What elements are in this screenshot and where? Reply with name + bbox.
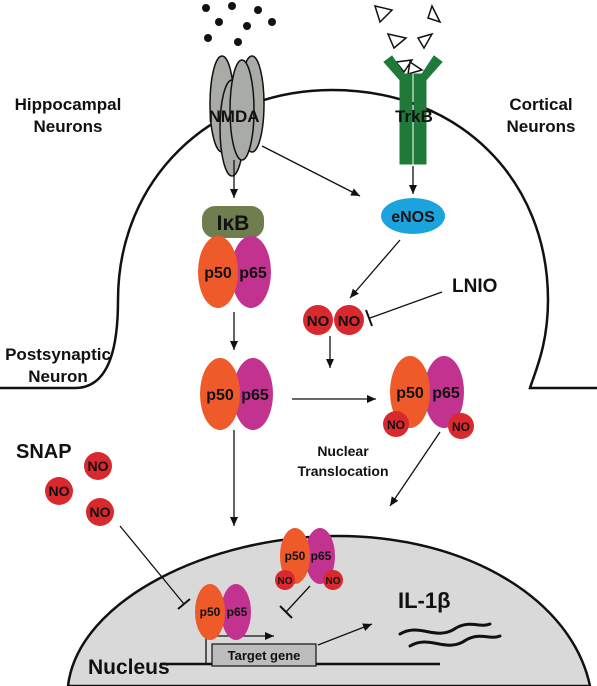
p65-top-label: p65 — [239, 265, 267, 282]
p50-nuc-nitro-label: p50 — [285, 549, 306, 563]
p50-nuc-nitro — [280, 528, 310, 584]
p65-mid-label: p65 — [241, 387, 269, 404]
p65-nuc-nitro — [305, 528, 335, 584]
no-nuc-left-label: NO — [278, 576, 293, 587]
no-nitro-left-label: NO — [387, 418, 405, 432]
enos — [381, 198, 445, 234]
p50-nuc-label: p50 — [200, 605, 221, 619]
nucleus-label: Nucleus — [88, 656, 170, 679]
p50-top-label: p50 — [204, 265, 232, 282]
trkb-label: TrkB — [395, 107, 433, 126]
hippocampal-label-1: Hippocampal — [15, 95, 122, 114]
snap-label: SNAP — [16, 441, 72, 463]
no-right-label: NO — [338, 313, 361, 330]
cell-membrane — [0, 88, 597, 390]
p50-nitro — [390, 356, 430, 428]
ikb-label: IκB — [217, 212, 250, 235]
no-snap-3-label: NO — [90, 504, 111, 520]
no-nuc-left — [275, 570, 295, 590]
postsynaptic-label-1: Postsynaptic — [5, 345, 111, 364]
p65-nuc-label: p65 — [227, 605, 248, 619]
no-right — [334, 305, 364, 335]
no-nitro-right-label: NO — [452, 420, 470, 434]
p65-nitro — [424, 356, 464, 428]
hippocampal-label-2: Neurons — [34, 117, 103, 136]
nucleus — [66, 534, 592, 686]
nmda-label: NMDA — [209, 107, 260, 126]
bdnf-ligands — [373, 4, 442, 76]
no-nuc-right — [323, 570, 343, 590]
lnio-label: LNIO — [452, 276, 497, 297]
p65-mid — [233, 358, 273, 430]
cortical-label-2: Neurons — [507, 117, 576, 136]
nuclear-label-2: Translocation — [297, 463, 388, 479]
p50-nitro-label: p50 — [396, 385, 424, 402]
p50-nuc — [195, 584, 225, 640]
p65-nuc — [221, 584, 251, 640]
no-nitro-left — [383, 411, 409, 437]
postsynaptic-label-2: Neuron — [28, 367, 88, 386]
cortical-label-1: Cortical — [509, 95, 572, 114]
no-nitro-right — [448, 413, 474, 439]
p65-top — [231, 236, 271, 308]
ligand-dots — [202, 2, 276, 46]
no-snap-1 — [84, 452, 112, 480]
nmda-receptor — [209, 55, 265, 177]
ikb — [202, 206, 264, 238]
target-gene-box — [211, 643, 317, 667]
p50-mid-label: p50 — [206, 387, 234, 404]
p65-nitro-label: p65 — [432, 385, 460, 402]
nuclear-label-1: Nuclear — [317, 443, 369, 459]
no-snap-3 — [86, 498, 114, 526]
inhibition-lines — [119, 291, 443, 619]
no-snap-2 — [45, 477, 73, 505]
no-nuc-right-label: NO — [326, 576, 341, 587]
no-snap-2-label: NO — [49, 483, 70, 499]
target-gene-label: Target gene — [228, 648, 301, 663]
trkb-receptor — [383, 55, 443, 165]
enos-label: eNOS — [391, 209, 435, 226]
no-left — [303, 305, 333, 335]
p65-nuc-nitro-label: p65 — [311, 549, 332, 563]
no-left-label: NO — [307, 313, 330, 330]
p50-top — [198, 236, 238, 308]
mrna-icon — [398, 622, 502, 648]
no-snap-1-label: NO — [88, 458, 109, 474]
il1b-label: IL-1β — [398, 588, 451, 613]
p50-mid — [200, 358, 240, 430]
